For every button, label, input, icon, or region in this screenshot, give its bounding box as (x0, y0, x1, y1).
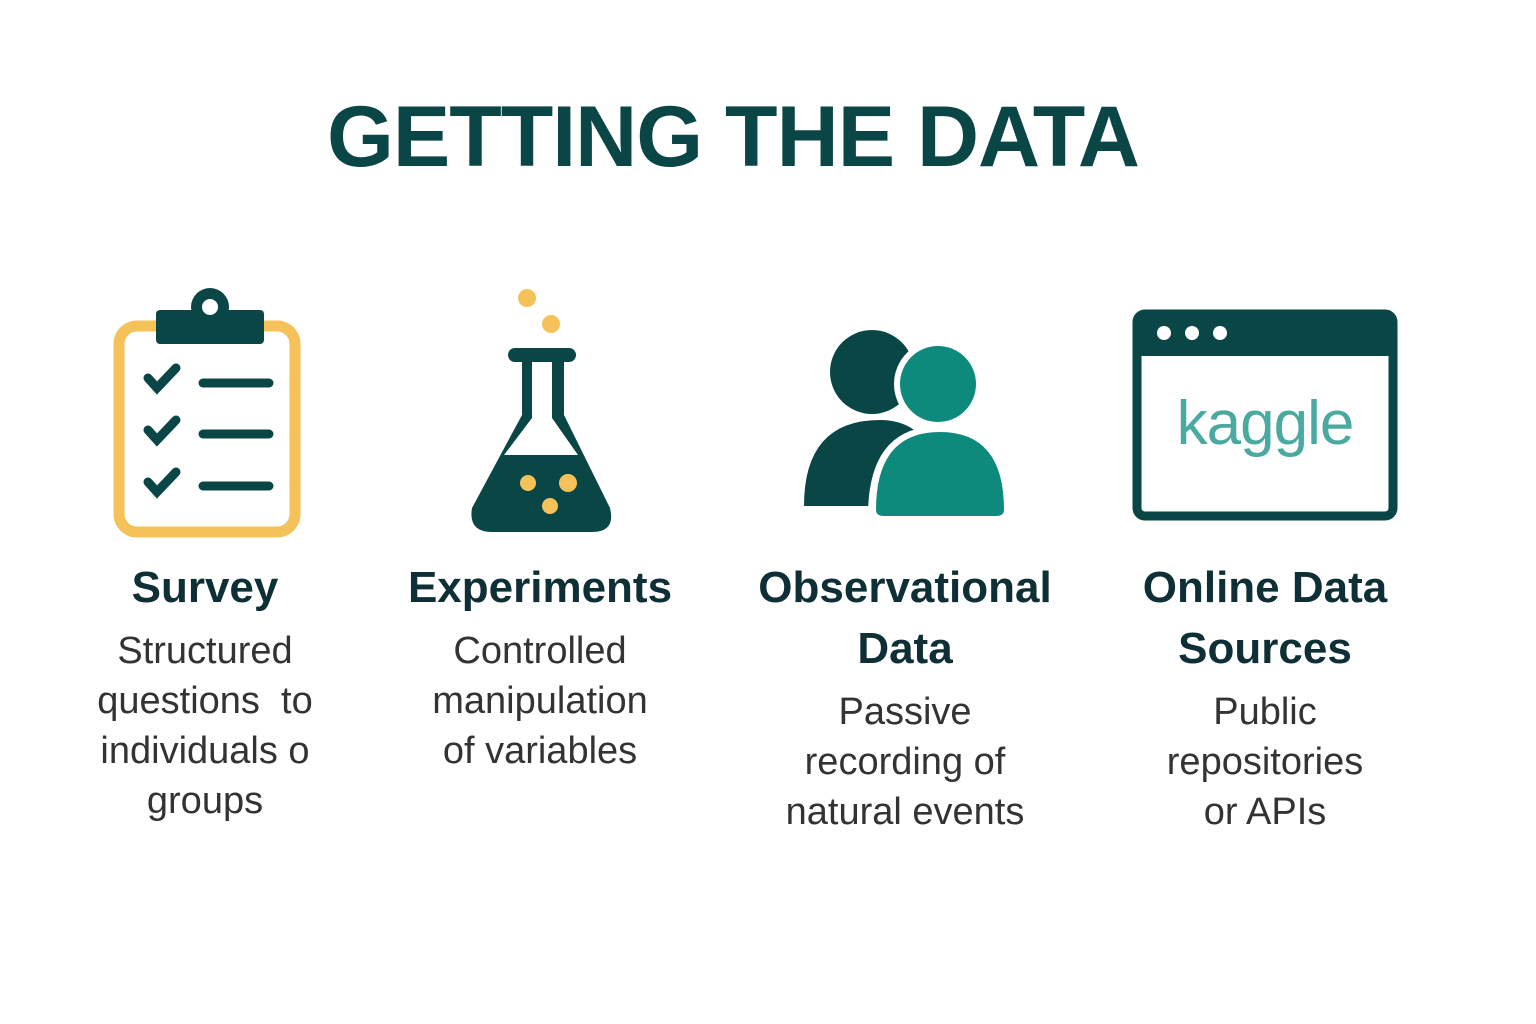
card-description: Passive recording of natural events (785, 691, 1025, 833)
card-description: Controlled manipulation of variables (432, 630, 648, 772)
card-description: Structured questions to individuals o gr… (97, 630, 313, 822)
card-heading: Observational Data (758, 563, 1052, 673)
card-online-sources: kaggle Online Data Sources Public reposi… (1085, 280, 1445, 837)
kaggle-logo: kaggle (1176, 389, 1355, 458)
card-heading: Online Data Sources (1142, 563, 1388, 673)
card-observational: Observational Data Passive recording of … (725, 280, 1085, 837)
card-heading: Experiments (407, 563, 673, 612)
card-heading: Survey (131, 563, 279, 612)
browser-window-icon (1132, 309, 1398, 521)
card-description: Public repositories or APIs (1166, 691, 1364, 833)
clipboard-checklist-icon (113, 288, 301, 538)
page-title: GETTING THE DATA (326, 89, 1140, 185)
people-icon (804, 330, 1010, 516)
flask-icon (471, 289, 612, 532)
card-experiments: Experiments Controlled manipulation of v… (360, 280, 720, 776)
card-survey: Survey Structured questions to individua… (25, 280, 385, 826)
